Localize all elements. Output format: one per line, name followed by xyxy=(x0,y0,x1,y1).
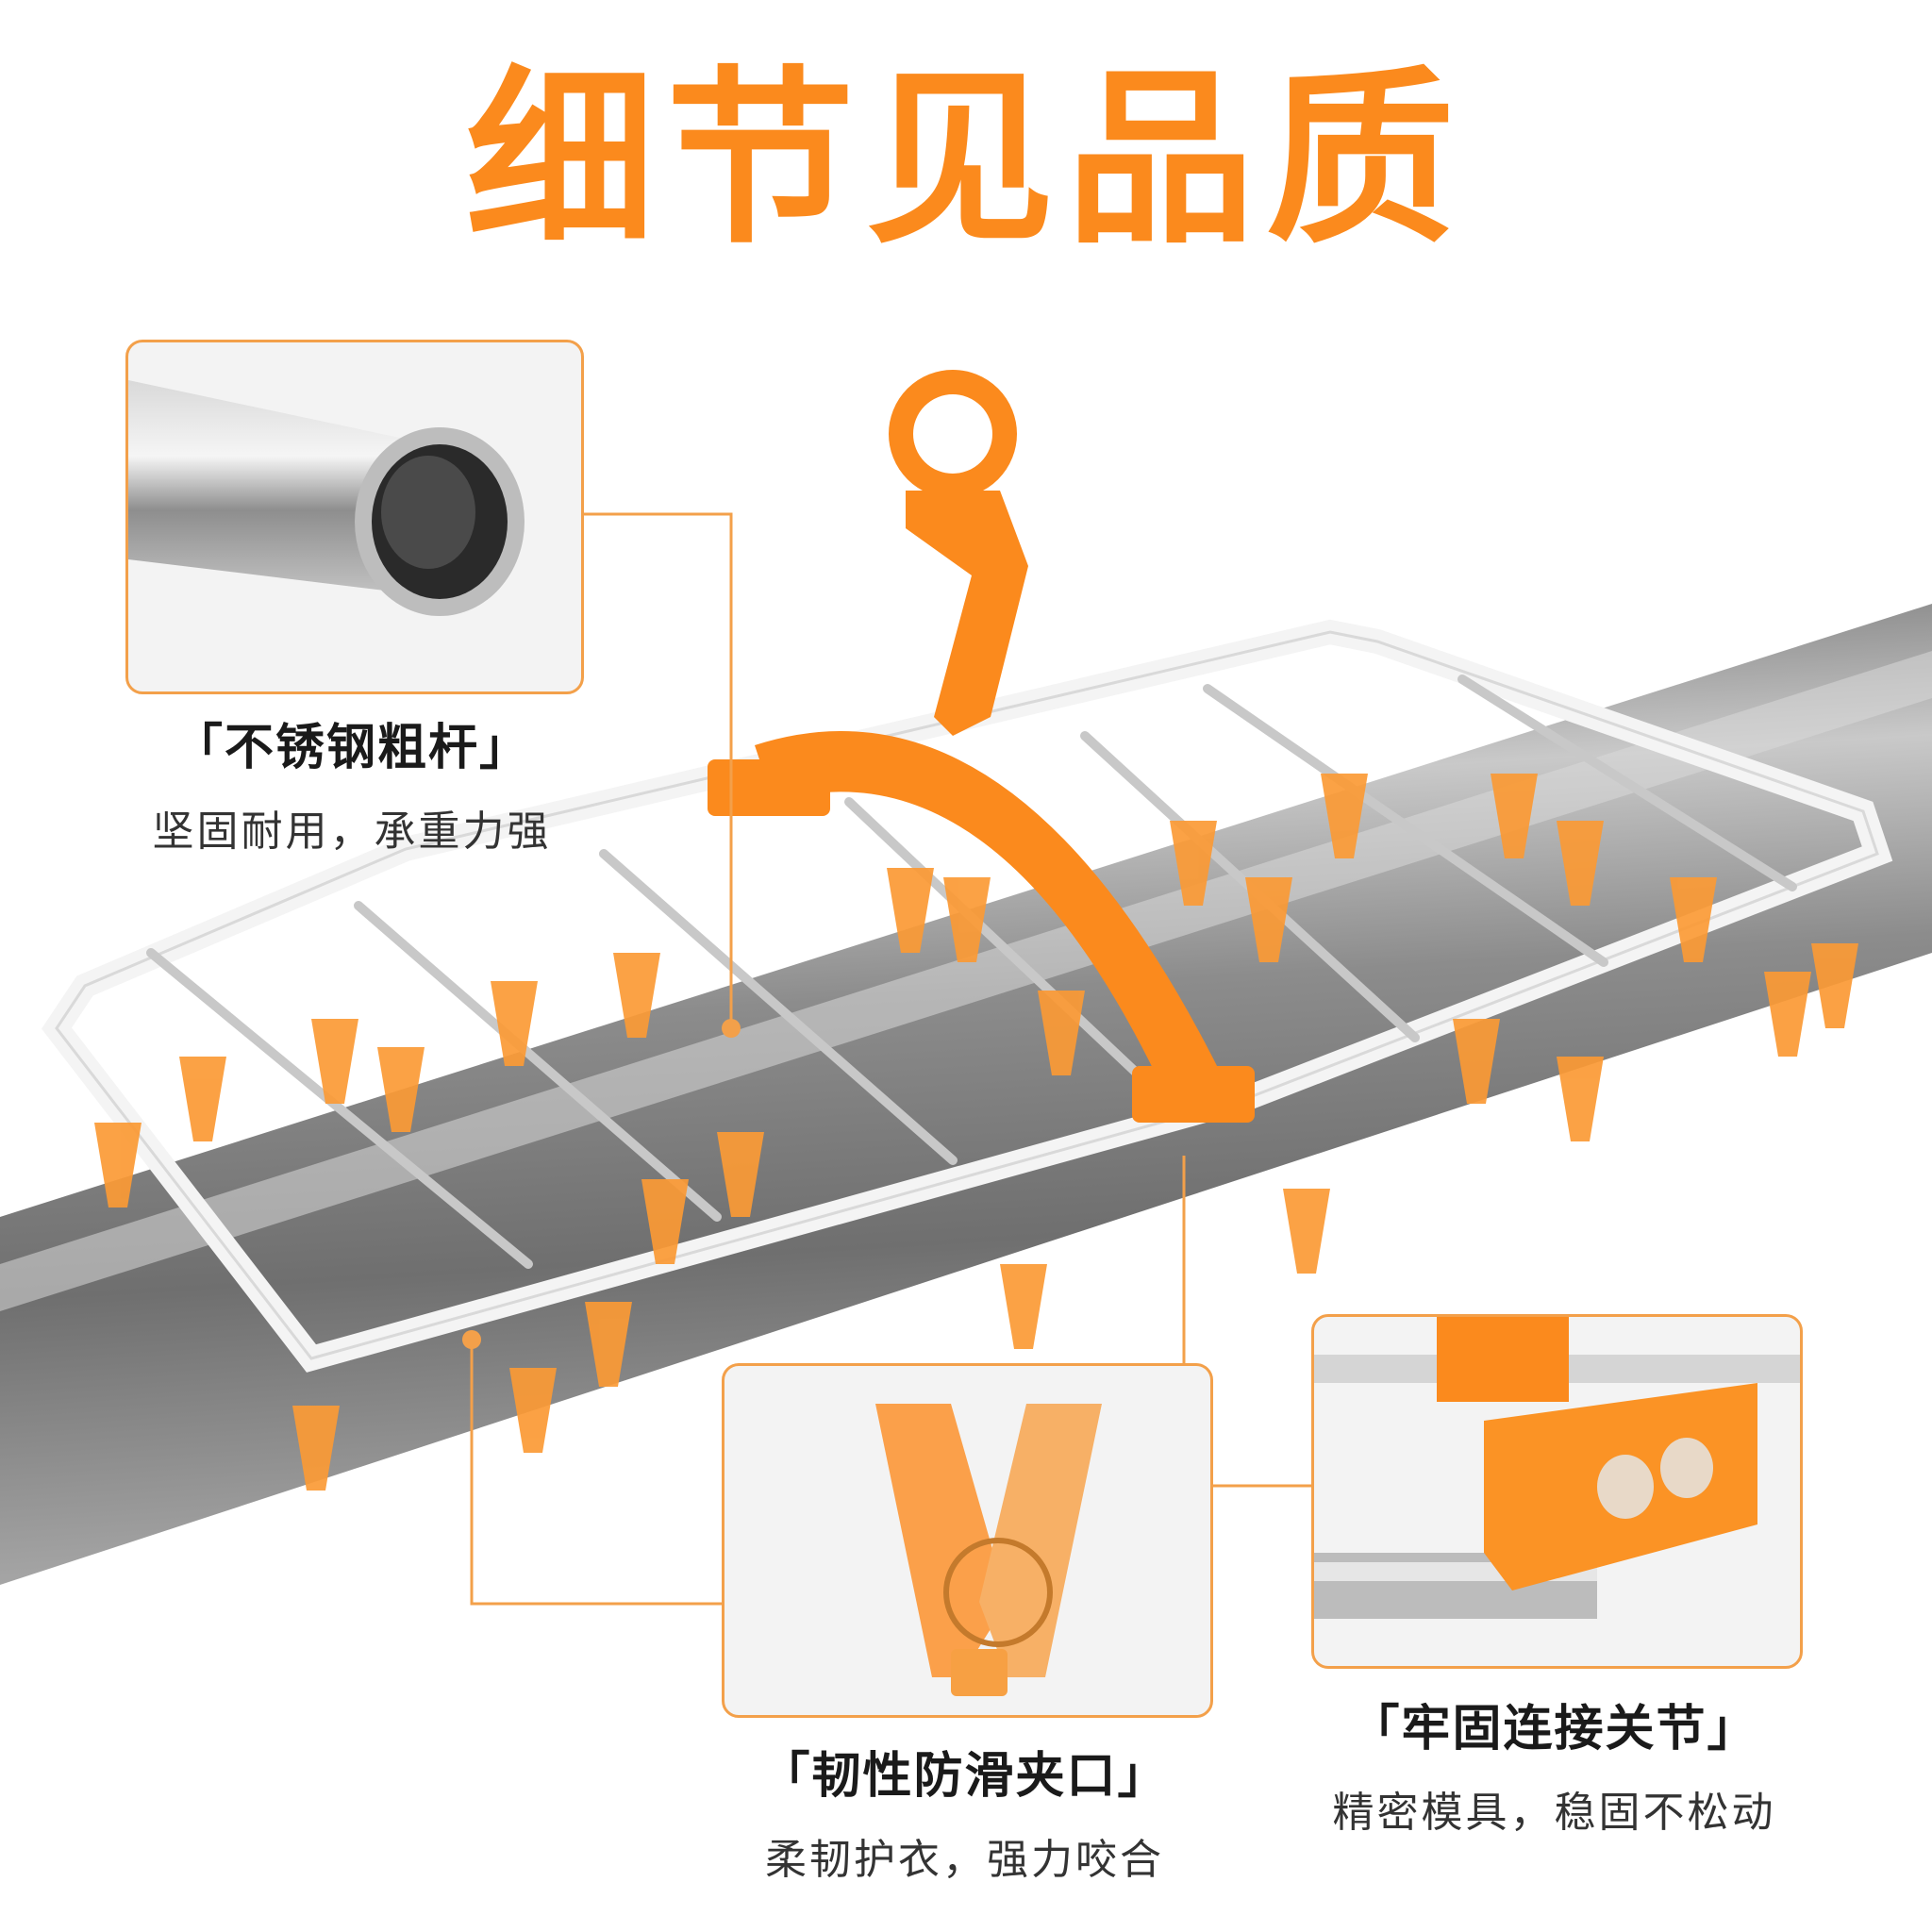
feature-steel: 「不锈钢粗杆」 坚固耐用，承重力强 xyxy=(125,708,578,858)
page-title: 细节见品质 xyxy=(465,50,1466,270)
callout-dot xyxy=(462,1330,481,1349)
steel-pipe xyxy=(0,604,1932,1585)
feature-clip: 「韧性防滑夹口」 柔韧护衣，强力咬合 xyxy=(722,1736,1208,1886)
hanger-hook xyxy=(708,370,1255,1123)
feature-heading: 「牢固连接关节」 xyxy=(1350,1701,1758,1757)
feature-heading: 「不锈钢粗杆」 xyxy=(173,720,530,776)
feature-desc: 精密模具，稳固不松动 xyxy=(1332,1789,1776,1837)
feature-joint: 「牢固连接关节」 精密模具，稳固不松动 xyxy=(1311,1689,1797,1839)
clips xyxy=(94,774,1858,1491)
inset-clip xyxy=(722,1363,1213,1718)
inset-steel-tube xyxy=(125,340,584,694)
feature-desc: 坚固耐用，承重力强 xyxy=(152,808,552,856)
callout-lines xyxy=(470,512,1311,1606)
callout-dot xyxy=(722,1019,741,1038)
feature-heading: 「韧性防滑夹口」 xyxy=(760,1748,1169,1805)
inset-joint xyxy=(1311,1314,1803,1669)
feature-desc: 柔韧护衣，强力咬合 xyxy=(765,1836,1164,1884)
